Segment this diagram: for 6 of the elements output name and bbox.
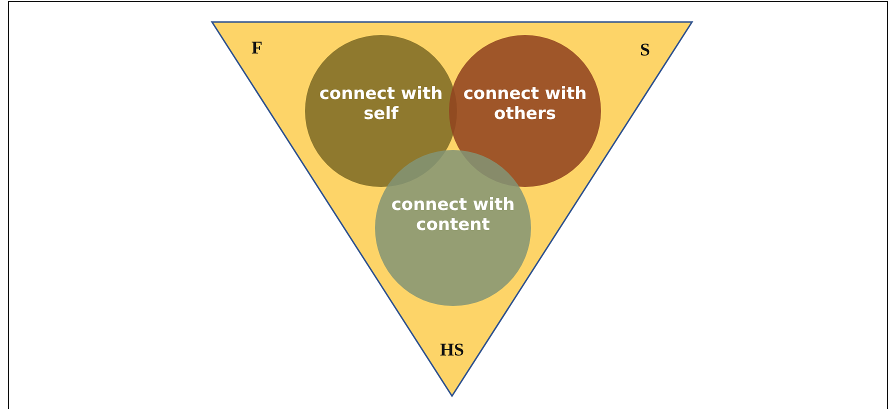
circle-label: connect with others: [462, 85, 588, 125]
corner-label: HS: [440, 340, 464, 360]
circle-label: connect with content: [390, 196, 516, 236]
circle-label: connect with self: [318, 85, 444, 125]
corner-label: F: [252, 38, 262, 58]
corner-label: S: [640, 40, 650, 60]
